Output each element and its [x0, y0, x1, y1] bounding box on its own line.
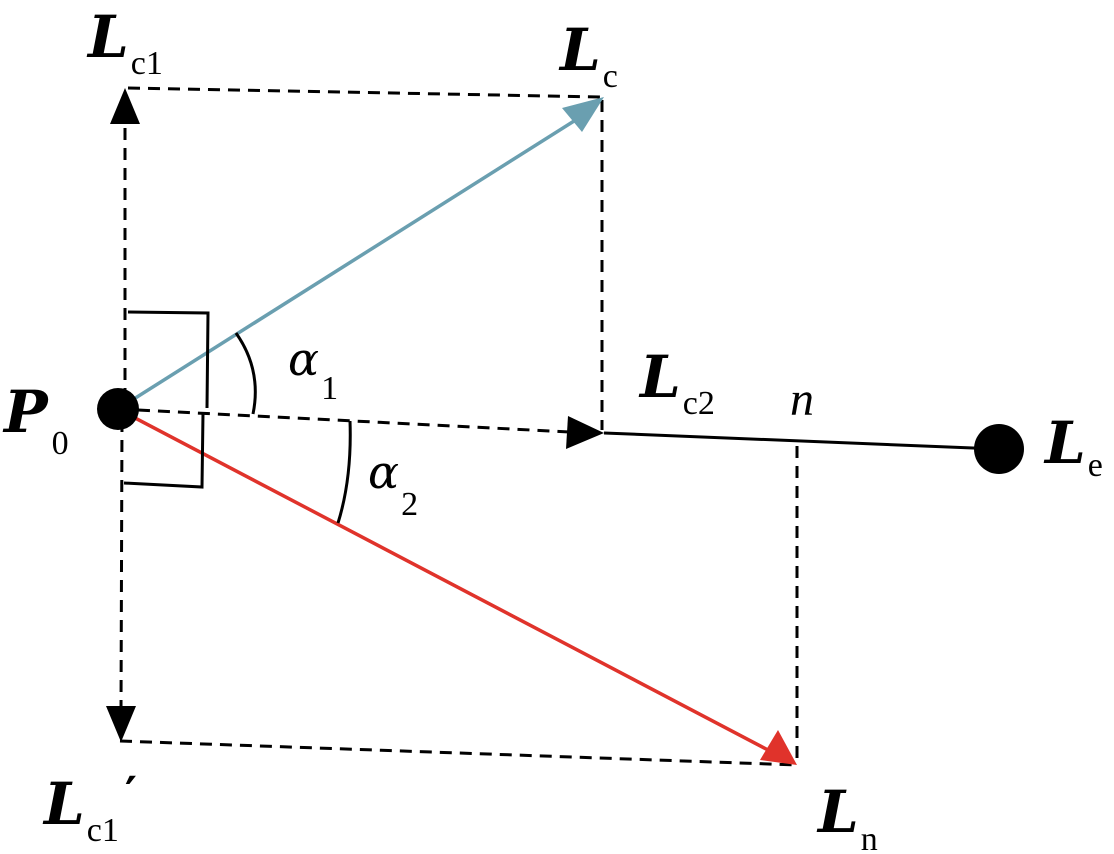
label-lc: Lc	[558, 16, 618, 95]
label-n: n	[790, 373, 814, 426]
label-lc1: Lc1	[86, 3, 163, 82]
right-angle-upper	[127, 310, 210, 409]
right-angle-lower	[123, 412, 205, 489]
red-arrowhead	[760, 730, 797, 765]
dashed-top-edge	[127, 86, 603, 99]
arrowhead-right	[566, 416, 604, 449]
dashed-bottom-edge	[119, 739, 798, 767]
red-vector-line	[117, 407, 769, 752]
label-alpha1: α1	[288, 332, 338, 407]
label-le: Le	[1043, 409, 1103, 484]
label-alpha2: α2	[368, 445, 418, 523]
line-lc2-to-le	[603, 431, 999, 451]
label-lc2: Lc2	[638, 343, 715, 422]
angle-arc-alpha1	[234, 332, 257, 415]
point-le	[974, 424, 1024, 474]
label-lc1-prime: Lc1′	[42, 766, 137, 849]
arrowhead-down	[106, 706, 136, 742]
blue-arrowhead	[562, 97, 604, 132]
arrowhead-up	[110, 88, 140, 124]
label-ln: Ln	[816, 778, 878, 854]
point-p0	[97, 388, 139, 430]
dashed-vertical-down	[119, 419, 124, 713]
angle-arc-alpha2	[336, 420, 352, 524]
dashed-horizontal-vector	[117, 407, 571, 434]
blue-vector-line	[117, 114, 583, 411]
